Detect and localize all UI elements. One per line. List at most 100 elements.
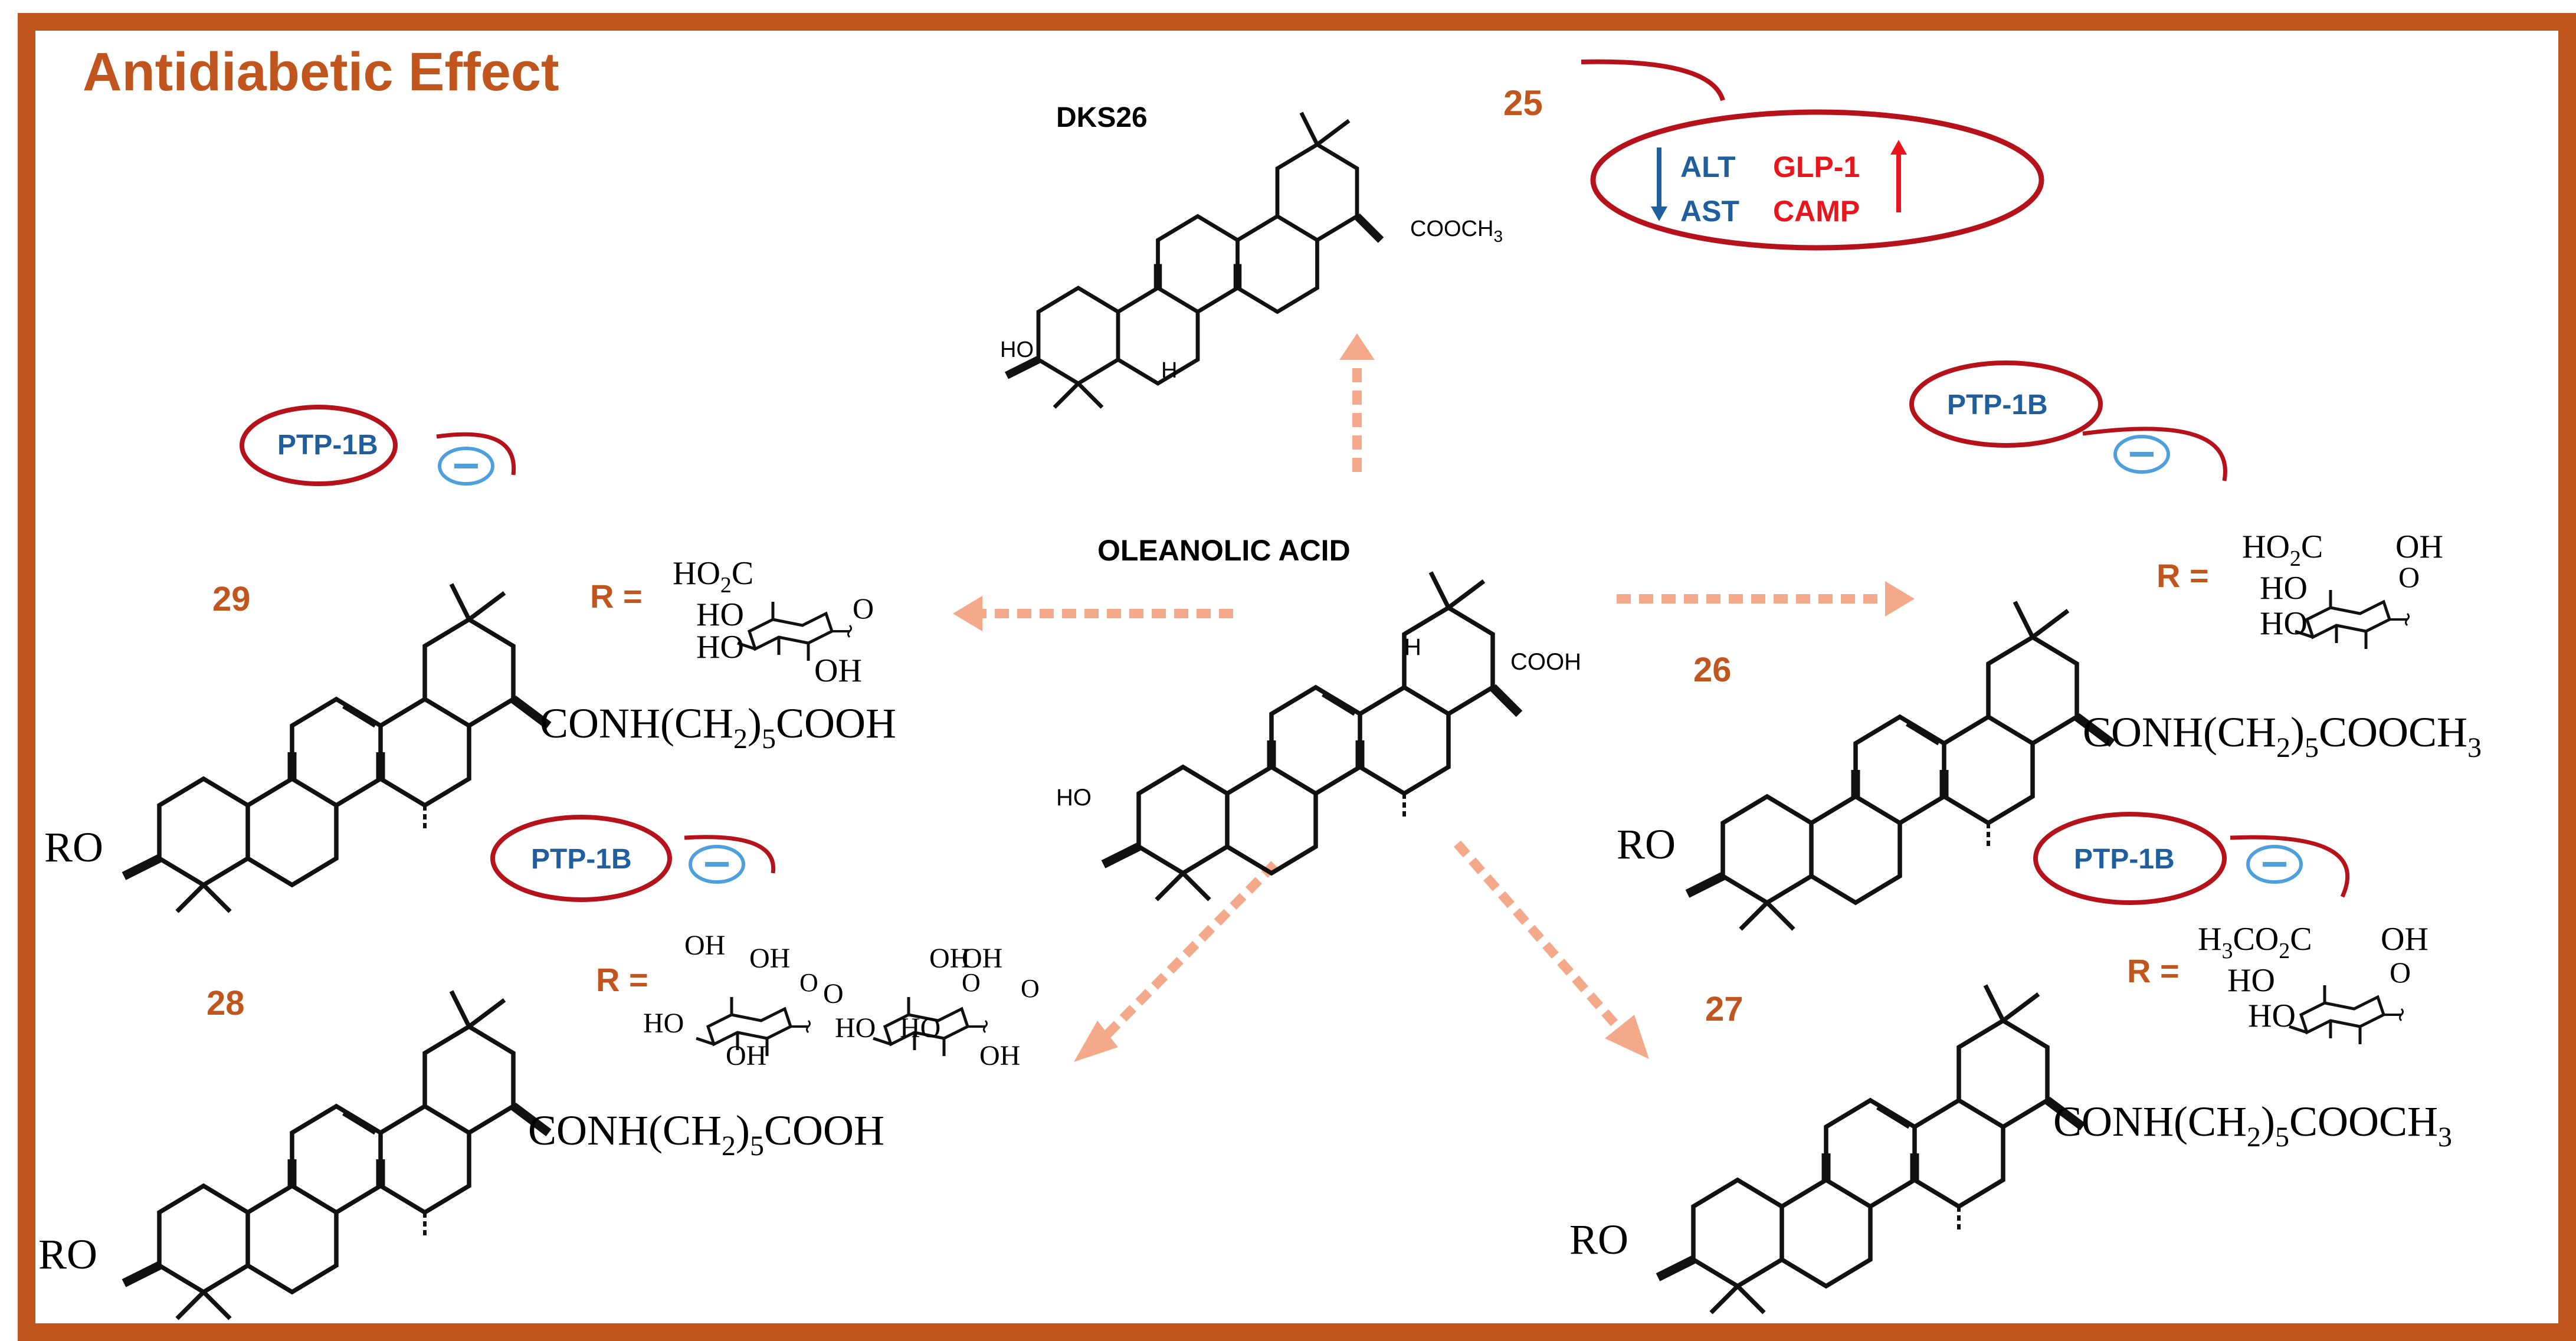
compound-29-sugar-oh: OH (814, 653, 862, 689)
arrowhead-to-25 (1339, 333, 1375, 360)
compound-26-target-ellipse (1909, 360, 2103, 448)
compound-25: DKS26 25 COOCH3 HO H ALT AST GLP-1 CAMP (1000, 59, 2044, 409)
compound-27-sugar-ho1: HO (2227, 962, 2275, 999)
compound-25-structure (1004, 112, 1384, 409)
compound-26-sugar-top: HO2C (2242, 529, 2323, 571)
target-alt: ALT (1680, 150, 1735, 183)
oleanolic-acid-h: H (1404, 634, 1421, 660)
compound-27: PTP-1B 27 CONH(CH2)5COOCH3 RO R = H3CO2C… (1569, 812, 2452, 1313)
compound-29-minus-circle (438, 447, 494, 486)
compound-28-target: PTP-1B (531, 844, 632, 875)
compound-28-s1: OH (749, 943, 790, 974)
arrowhead-to-26 (1885, 581, 1915, 617)
oleanolic-acid-structure (1103, 572, 1523, 900)
target-glp1: GLP-1 (1773, 150, 1860, 183)
compound-29-structure (124, 584, 552, 912)
compound-29-tail (436, 432, 516, 476)
compound-28-s12: OH (979, 1040, 1020, 1071)
compound-28-r-label: R = (596, 961, 648, 998)
compound-26: PTP-1B 26 CONH(CH2)5COOCH3 RO R = HO2C O… (1617, 360, 2482, 929)
compound-28-tail (684, 835, 776, 874)
oleanolic-acid-cooh: COOH (1510, 649, 1581, 675)
compound-25-ester: COOCH3 (1410, 217, 1503, 245)
oleanolic-acid-ho: HO (1056, 785, 1092, 811)
compound-27-chain: CONH(CH2)5COOCH3 (2053, 1098, 2452, 1153)
compound-29-sugar-ho2: HO (696, 629, 744, 665)
compound-27-tail (2230, 835, 2350, 898)
arrow-to-28 (1100, 861, 1278, 1042)
compound-28: PTP-1B 28 CONH(CH2)5COOH RO R = OH OH O … (38, 815, 1040, 1319)
compound-29-sugar (738, 602, 851, 661)
compound-29-target: PTP-1B (277, 429, 378, 461)
compound-26-structure (1687, 602, 2115, 929)
compound-28-s2: O (799, 968, 818, 997)
compound-27-sugar-o: O (2390, 956, 2411, 989)
compound-28-chain: CONH(CH2)5COOH (528, 1107, 884, 1162)
compound-29-target-ellipse (240, 405, 398, 486)
compound-26-tail (2082, 427, 2227, 481)
compound-25-h: H (1161, 358, 1177, 383)
compound-28-structure (124, 991, 552, 1319)
arrow-to-27 (1453, 840, 1627, 1036)
compound-29: PTP-1B 29 CONH(CH2)5COOH RO R = HO2C HO … (44, 405, 896, 912)
compound-28-s7: O (962, 968, 981, 997)
compound-28-s4: O (823, 978, 844, 1009)
compound-27-minus-circle (2246, 845, 2303, 884)
compound-28-number: 28 (207, 984, 245, 1022)
compound-29-sugar-o: O (853, 592, 874, 625)
compound-26-sugar-ho2: HO (2260, 605, 2308, 642)
compound-28-s10: OH (962, 943, 1002, 974)
compound-25-target-ellipse (1590, 109, 2044, 251)
compound-26-sugar-ho1: HO (2260, 570, 2308, 606)
compound-28-s5: OH (726, 1040, 766, 1071)
reaction-arrows (953, 333, 1915, 1062)
target-camp: CAMP (1773, 195, 1860, 228)
compound-26-minus-circle (2113, 435, 2170, 474)
compound-27-sugar-top: H3CO2C (2198, 921, 2312, 963)
compound-26-chain: CONH(CH2)5COOCH3 (2083, 709, 2482, 763)
oleanolic-acid: OLEANOLIC ACID COOH HO H (1056, 534, 1581, 900)
compound-27-number: 27 (1705, 990, 1743, 1028)
compound-26-r-label: R = (2157, 557, 2209, 594)
compound-29-number: 29 (212, 580, 251, 618)
compound-29-ro: RO (44, 824, 103, 871)
compound-27-sugar-ho2: HO (2248, 998, 2296, 1034)
compound-29-sugar-top: HO2C (673, 555, 753, 598)
compound-26-sugar (2295, 590, 2409, 649)
arrowhead-to-27 (1605, 1015, 1649, 1059)
compound-28-target-ellipse (490, 815, 672, 902)
compound-28-s9: HO (900, 1012, 940, 1044)
compound-25-ho: HO (1000, 337, 1034, 362)
compound-29-r-label: R = (590, 578, 643, 615)
compound-28-s3: HO (643, 1008, 684, 1039)
compound-26-sugar-oh: OH (2395, 529, 2443, 565)
oleanolic-acid-label: OLEANOLIC ACID (1097, 534, 1351, 567)
compound-28-s8: OH (929, 943, 970, 974)
compound-27-sugar (2289, 985, 2403, 1044)
compound-26-ro: RO (1617, 821, 1676, 868)
compound-25-tail (1581, 59, 1725, 101)
up-arrowhead-icon (1890, 140, 1907, 155)
arrowhead-to-28 (1074, 1021, 1118, 1062)
compound-27-target: PTP-1B (2074, 844, 2175, 875)
compound-26-number: 26 (1693, 651, 1732, 689)
diagram-title: Antidiabetic Effect (83, 42, 559, 102)
arrowhead-to-29 (953, 596, 982, 631)
compound-27-target-ellipse (2033, 812, 2227, 905)
compound-28-ro: RO (38, 1231, 97, 1278)
compound-28-s11: O (1021, 974, 1040, 1003)
target-ast: AST (1680, 195, 1739, 228)
compound-27-r-label: R = (2127, 952, 2180, 989)
compound-27-sugar-oh: OH (2381, 921, 2428, 958)
compound-28-s0: OH (684, 930, 725, 961)
compound-27-structure (1658, 985, 2086, 1313)
compound-26-target: PTP-1B (1947, 389, 2048, 421)
compound-29-chain: CONH(CH2)5COOH (540, 700, 896, 755)
compound-28-s6: HO (835, 1012, 876, 1044)
compound-29-sugar-ho1: HO (696, 596, 744, 633)
compound-26-sugar-o: O (2398, 560, 2420, 594)
compound-28-minus-circle (689, 845, 745, 884)
compound-27-ro: RO (1569, 1216, 1628, 1263)
compound-25-name: DKS26 (1056, 102, 1148, 133)
